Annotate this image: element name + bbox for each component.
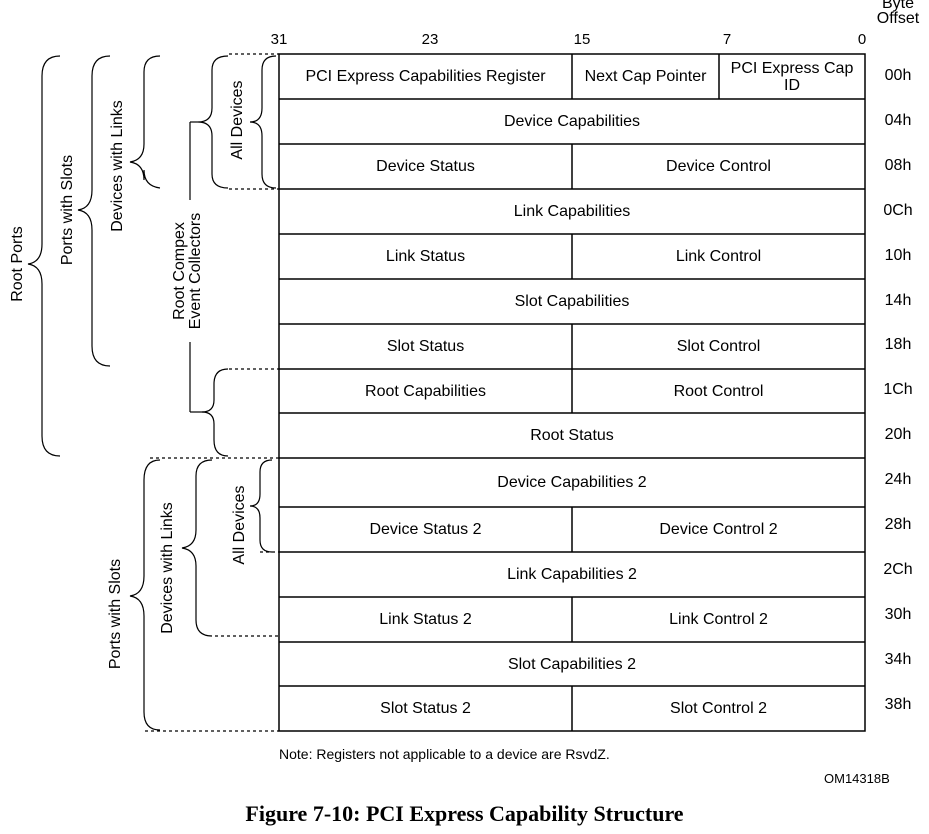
byte-offset: 28h [884,516,912,533]
ports-with-slots-label-bottom: Ports with Slots [107,558,124,670]
figure-caption: Figure 7-10: PCI Express Capability Stru… [245,801,684,826]
byte-offset: 38h [884,696,912,713]
all-devices-label-top: All Devices [229,80,246,160]
register-cell: Link Status [385,248,466,265]
register-cell: Slot Capabilities [514,293,630,310]
bit-number-31: 31 [270,31,288,48]
note-text: Note: Registers not applicable to a devi… [279,746,610,762]
register-cell: Slot Control 2 [670,700,767,717]
bit-number-15: 15 [573,31,591,48]
register-cell: PCI Express Cap ID [730,59,854,94]
register-cell: Link Control [675,248,762,265]
bit-number-23: 23 [421,31,439,48]
root-complex-label-line2: Event Collectors [187,212,204,330]
bit-number-7: 7 [722,31,732,48]
brackets [27,53,279,732]
register-cell: Link Capabilities 2 [507,566,637,583]
register-cell: Slot Status [386,338,465,355]
register-cell: Device Control [666,158,771,175]
byte-offset: 1Ch [883,381,913,398]
byte-offset-header-line2: Offset [876,10,920,27]
byte-offset: 18h [884,336,912,353]
figure-id: OM14318B [824,771,890,786]
byte-offset: 10h [884,247,912,264]
byte-offset: 04h [884,112,912,129]
register-cell: Device Status [376,158,475,175]
byte-offset: 30h [884,606,912,623]
byte-offset: 2Ch [883,561,913,578]
byte-offset: 08h [884,157,912,174]
bit-number-0: 0 [857,31,867,48]
byte-offset: 0Ch [883,202,913,219]
byte-offset-header-line1: Byte [881,0,914,12]
register-cell: Link Capabilities [513,203,631,220]
devices-with-links-label-top: Devices with Links [109,100,126,232]
register-cell: PCI Express Capabilities Register [305,68,546,85]
byte-offset: 20h [884,426,912,443]
root-complex-label-line1: Root Compex [171,222,188,320]
register-cell: Link Control 2 [669,611,768,628]
byte-offset: 00h [884,67,912,84]
register-grid [278,53,866,732]
byte-offset: 14h [884,292,912,309]
register-cell: Device Capabilities 2 [497,474,647,491]
byte-offset: 24h [884,471,912,488]
register-cell: Root Control [673,382,764,400]
register-cell: Device Status 2 [369,521,482,538]
register-cell: Device Capabilities [503,113,641,130]
register-cell: Slot Capabilities 2 [507,655,637,673]
register-cell: Link Status 2 [379,611,472,628]
all-devices-label-bottom: All Devices [231,485,248,565]
register-cell: Root Capabilities [365,382,486,400]
register-cell: Slot Control [676,338,761,355]
ports-with-slots-label-top: Ports with Slots [59,154,76,266]
devices-with-links-label-bottom: Devices with Links [159,502,176,634]
register-cell: Device Control 2 [659,521,778,538]
byte-offset-header: Byte Offset [872,0,924,27]
register-cell: Next Cap Pointer [584,68,707,85]
root-ports-label: Root Ports [9,226,26,302]
root-complex-event-collectors-label: Root Compex Event Collectors [171,212,204,330]
register-cell: Slot Status 2 [380,700,471,717]
register-cell: Root Status [530,427,614,444]
byte-offset: 34h [884,651,912,668]
